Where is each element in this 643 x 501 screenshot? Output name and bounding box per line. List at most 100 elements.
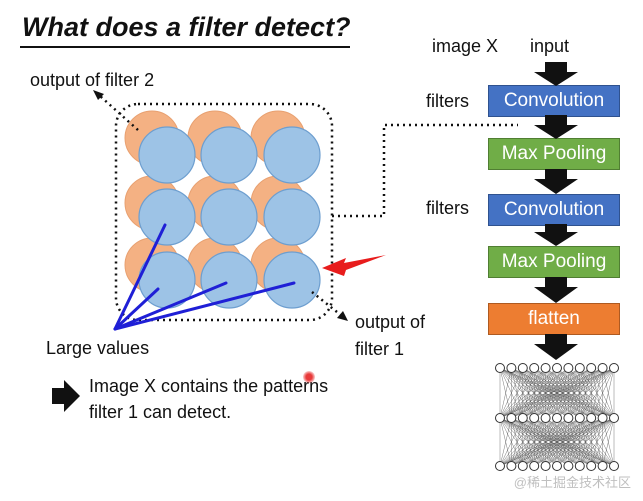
network-neuron xyxy=(609,363,619,373)
filters-label-2: filters xyxy=(426,198,470,218)
network-neuron xyxy=(552,461,562,471)
convolution-block-2: Convolution xyxy=(488,194,620,226)
network-neuron xyxy=(506,413,517,423)
title-underline xyxy=(20,46,350,48)
network-edge xyxy=(499,417,592,467)
network-edge xyxy=(556,367,615,419)
network-edge xyxy=(499,367,523,419)
network-neuron xyxy=(495,461,505,471)
network-edge xyxy=(511,367,615,419)
network-neuron xyxy=(540,461,551,471)
network-edge xyxy=(499,367,512,419)
filter1-circle xyxy=(138,188,196,246)
large-values-label: Large values xyxy=(46,338,150,358)
large-value-line xyxy=(113,281,228,331)
filter1-circle xyxy=(200,251,258,309)
max-pooling-block-1: Max Pooling xyxy=(488,138,620,170)
conclusion-line1: Image X contains the patterns xyxy=(89,376,329,396)
network-neuron xyxy=(609,461,619,471)
network-edge xyxy=(499,367,569,419)
network-edge xyxy=(568,367,615,419)
filter1-output-circles xyxy=(138,126,321,309)
down-arrow-icon xyxy=(534,62,578,86)
network-edge xyxy=(568,417,615,467)
network-edge xyxy=(579,417,615,467)
network-edge xyxy=(499,367,615,419)
filter1-circle xyxy=(263,126,321,184)
network-neuron xyxy=(574,413,585,423)
network-neuron xyxy=(517,461,528,471)
network-edge xyxy=(499,417,546,467)
network-neuron xyxy=(529,461,540,471)
down-arrow-icon xyxy=(534,224,578,246)
output-filter1-label-line2: filter 1 xyxy=(355,339,405,359)
network-edge xyxy=(522,417,615,467)
network-neuron xyxy=(586,413,597,423)
network-neuron xyxy=(540,363,551,373)
network-neuron xyxy=(586,363,597,373)
network-edge xyxy=(602,367,615,419)
feature-map-circles xyxy=(124,110,321,309)
network-edge xyxy=(499,367,546,419)
network-edge xyxy=(534,367,615,419)
network-edge xyxy=(499,417,580,467)
network-neuron xyxy=(552,413,562,423)
network-neuron xyxy=(563,363,574,373)
output-filter2-label: output of filter 2 xyxy=(30,70,155,90)
output-filter1-label-line1: output of xyxy=(355,312,426,332)
flatten-block: flatten xyxy=(488,303,620,335)
network-edge xyxy=(522,367,615,419)
network-neuron xyxy=(517,413,528,423)
large-value-line xyxy=(113,287,160,331)
network-edge xyxy=(499,367,603,419)
filter2-pointer-arrow xyxy=(93,90,139,131)
network-neuron xyxy=(552,363,562,373)
fully-connected-network xyxy=(495,363,619,471)
red-arrow xyxy=(322,255,386,276)
network-neuron xyxy=(574,461,585,471)
network-neuron xyxy=(529,413,540,423)
network-edge xyxy=(556,417,615,467)
network-edge xyxy=(499,417,523,467)
network-edge xyxy=(499,417,558,467)
down-arrow-icon xyxy=(534,334,578,360)
convolution-block-1: Convolution xyxy=(488,85,620,117)
network-neuron xyxy=(609,413,619,423)
filter1-circle xyxy=(200,126,258,184)
network-edge xyxy=(499,367,535,419)
network-neuron xyxy=(597,413,608,423)
dotted-connector xyxy=(332,123,518,218)
filters-label-1: filters xyxy=(426,91,470,111)
network-neuron xyxy=(597,461,608,471)
network-edge xyxy=(499,417,615,467)
filter1-pointer-arrow xyxy=(311,291,348,321)
network-neuron xyxy=(586,461,597,471)
large-value-lines xyxy=(113,223,296,331)
network-neuron xyxy=(540,413,551,423)
network-neuron xyxy=(506,461,517,471)
network-neuron xyxy=(574,363,585,373)
pipeline-down-arrows xyxy=(534,62,578,360)
network-edge xyxy=(602,417,615,467)
network-edge xyxy=(545,417,615,467)
down-arrow-icon xyxy=(534,277,578,303)
feature-map-dotted-box xyxy=(114,102,334,322)
slide-title: What does a filter detect? xyxy=(22,12,351,42)
filter1-circle xyxy=(263,251,321,309)
network-edge xyxy=(579,367,615,419)
network-neuron xyxy=(563,461,574,471)
network-edge xyxy=(499,367,580,419)
network-edge xyxy=(499,417,512,467)
filter1-circle xyxy=(200,188,258,246)
max-pooling-block-2: Max Pooling xyxy=(488,246,620,278)
network-neuron xyxy=(597,363,608,373)
down-arrow-icon xyxy=(534,115,578,139)
network-edge xyxy=(545,367,615,419)
network-edge xyxy=(499,417,603,467)
network-edge xyxy=(534,417,615,467)
network-edge xyxy=(499,367,592,419)
input-label: input xyxy=(530,36,570,56)
network-edge xyxy=(499,417,535,467)
network-neuron xyxy=(563,413,574,423)
